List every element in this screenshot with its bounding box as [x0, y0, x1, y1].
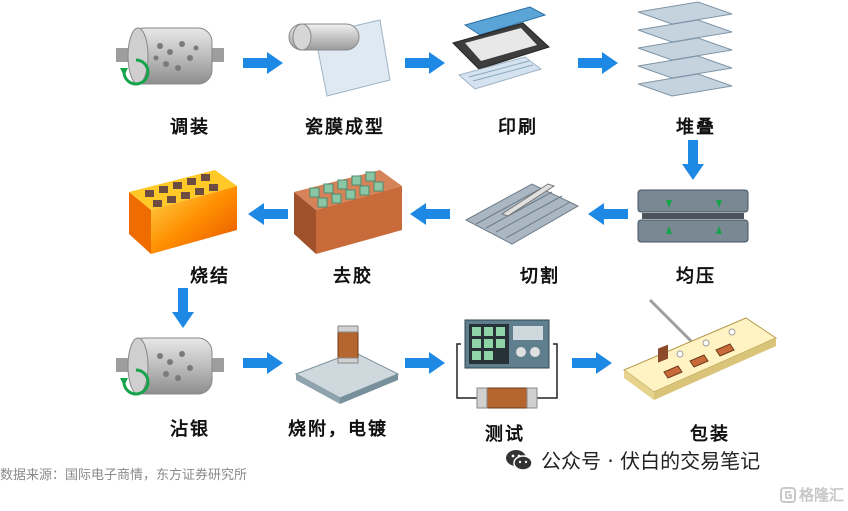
step-label-testing: 测试 — [485, 424, 525, 445]
arrow-step5-to-step6 — [588, 203, 628, 225]
watermark-text: 格隆汇 — [798, 486, 844, 504]
arrow-step8-to-step9 — [172, 288, 194, 328]
step-label-debinding: 去胶 — [333, 266, 373, 287]
wechat-icon — [506, 449, 533, 471]
arrow-step2-to-step3 — [405, 52, 445, 74]
plating-illustration — [294, 325, 400, 404]
arrow-step7-to-step8 — [248, 203, 288, 225]
step-label-cutting: 切割 — [520, 266, 560, 287]
arrow-step4-to-step5 — [682, 140, 704, 180]
arrow-step3-to-step4 — [578, 52, 618, 74]
data-source-note: 数据来源：国际电子商情，东方证券研究所 — [0, 468, 248, 483]
step-label-silver-dip: 沾银 — [170, 419, 210, 440]
pressing-illustration — [637, 189, 749, 243]
printing-illustration — [452, 6, 550, 90]
step-label-printing: 印刷 — [498, 117, 538, 138]
arrow-step1-to-step2 — [243, 52, 283, 74]
step-label-mixing: 调装 — [170, 117, 210, 138]
step-label-packaging: 包装 — [690, 424, 730, 445]
step-label-pressing: 均压 — [676, 266, 716, 287]
wechat-account-name: 公众号 · 伏白的交易笔记 — [541, 449, 761, 473]
stacking-illustration — [637, 1, 733, 97]
arrow-step11-to-step12 — [572, 352, 612, 374]
step-label-firing-plating: 烧附，电镀 — [288, 419, 388, 440]
mixing-drum-illustration — [116, 27, 224, 86]
arrow-step9-to-step10 — [243, 352, 283, 374]
arrow-step6-to-step7 — [410, 203, 450, 225]
silver-dip-drum-illustration — [116, 337, 224, 396]
step-label-tape-casting: 瓷膜成型 — [305, 117, 385, 138]
tester-illustration — [456, 319, 558, 409]
arrow-step10-to-step11 — [405, 352, 445, 374]
watermark-logo-icon — [779, 486, 796, 503]
step-label-stacking: 堆叠 — [676, 117, 716, 138]
film-roll-illustration — [288, 19, 391, 97]
wechat-account-credit: 公众号 · 伏白的交易笔记 — [505, 445, 760, 474]
cutting-illustration — [464, 183, 580, 245]
debinding-illustration — [294, 170, 402, 254]
sintering-illustration — [129, 170, 237, 254]
watermark: 格隆汇 — [779, 484, 844, 505]
packaging-illustration — [622, 298, 778, 400]
step-label-sintering: 烧结 — [190, 266, 230, 287]
